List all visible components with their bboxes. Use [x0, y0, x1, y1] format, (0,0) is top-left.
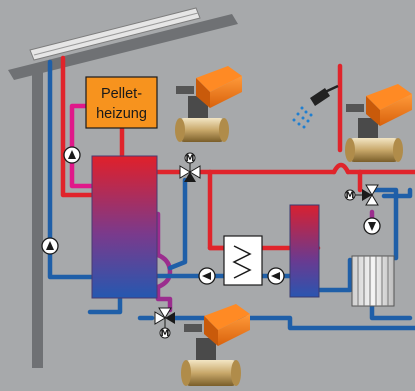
valve-motor-label: M — [161, 329, 170, 339]
mixing-valve-icon: M — [179, 152, 201, 182]
hot-water-tank — [289, 204, 320, 298]
solar-return-pipe — [47, 59, 95, 280]
actuator-valve-top — [175, 66, 242, 142]
actuator-valve-right — [345, 84, 412, 162]
pellet-boiler: Pellet- heizung — [85, 76, 158, 129]
house-outline — [8, 14, 238, 368]
pump-icon — [41, 237, 59, 255]
heat-exchanger — [223, 235, 263, 286]
pump-icon — [363, 217, 381, 235]
boiler-label-line2: heizung — [96, 106, 147, 122]
mixing-valve-icon: M — [344, 184, 379, 206]
pump-icon — [198, 267, 216, 285]
valve-motor-label: M — [186, 154, 195, 164]
solar-collector — [29, 7, 201, 61]
pump-icon — [267, 267, 285, 285]
mixing-valve-icon: M — [154, 307, 175, 339]
buffer-storage-tank — [91, 155, 158, 299]
pump-icon — [63, 146, 81, 164]
boiler-loop-pipe — [69, 103, 96, 189]
boiler-label-line1: Pellet- — [101, 86, 142, 102]
radiator — [351, 255, 395, 307]
shower-head-icon — [292, 84, 339, 129]
valve-motor-label: M — [346, 191, 355, 201]
solar-feed-pipe — [60, 55, 96, 198]
actuator-valve-bottom — [181, 304, 250, 386]
